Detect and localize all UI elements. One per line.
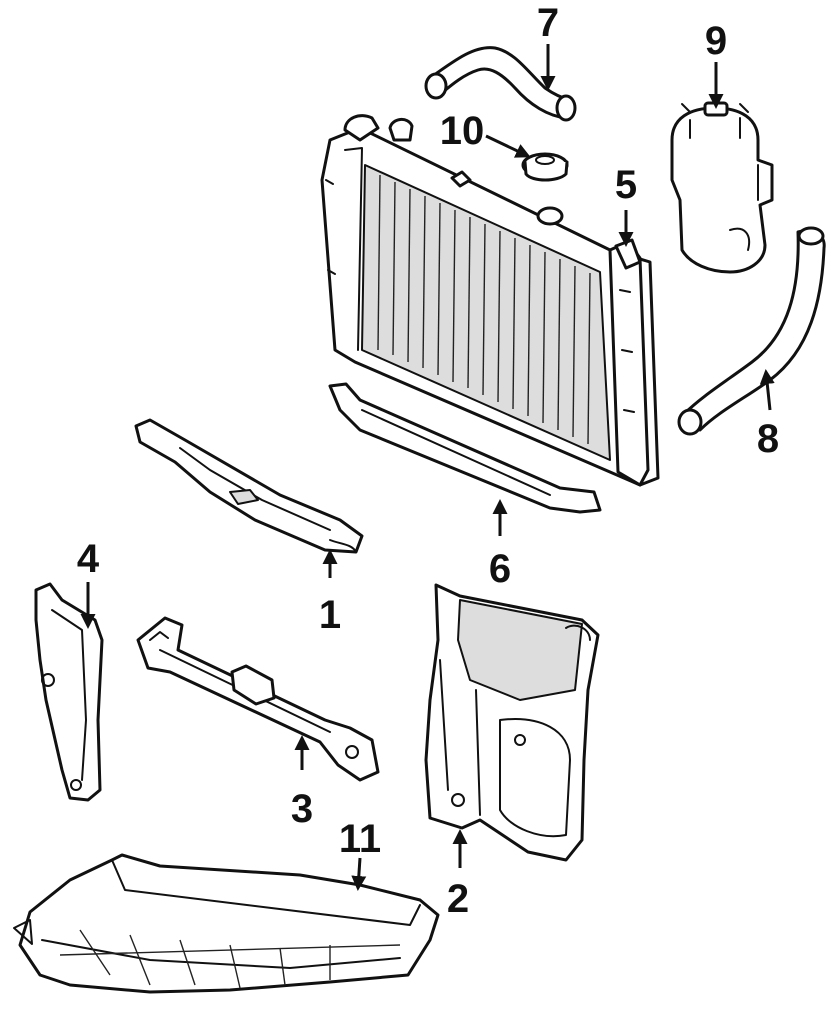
radiator-cap (521, 152, 569, 182)
callout-1: 1 (319, 593, 341, 637)
callout-11: 11 (339, 817, 381, 861)
callout-4: 4 (77, 537, 100, 581)
callout-6: 6 (489, 547, 511, 591)
callout-5: 5 (615, 163, 637, 207)
leader-lines (80, 44, 775, 891)
splash-shield (13, 853, 440, 994)
upper-radiator-hose (424, 46, 577, 122)
leader-11 (351, 857, 367, 891)
front-side-panel (424, 583, 600, 862)
callout-labels: 1 2 3 4 5 6 7 8 9 10 11 (77, 1, 779, 921)
upper-radiator-support (134, 418, 364, 554)
lower-tie-bar (136, 616, 380, 782)
callout-10: 10 (440, 109, 485, 153)
lower-radiator-hose (677, 226, 826, 436)
callout-9: 9 (705, 19, 727, 63)
callout-3: 3 (291, 787, 313, 831)
callout-8: 8 (757, 417, 779, 461)
leader-8 (759, 369, 775, 411)
radiator (320, 114, 660, 487)
callout-2: 2 (447, 877, 469, 921)
side-support-bracket (34, 582, 104, 802)
coolant-reservoir (670, 101, 774, 274)
leader-10 (485, 134, 531, 158)
callout-7: 7 (537, 1, 559, 45)
lower-radiator-support (328, 382, 602, 514)
